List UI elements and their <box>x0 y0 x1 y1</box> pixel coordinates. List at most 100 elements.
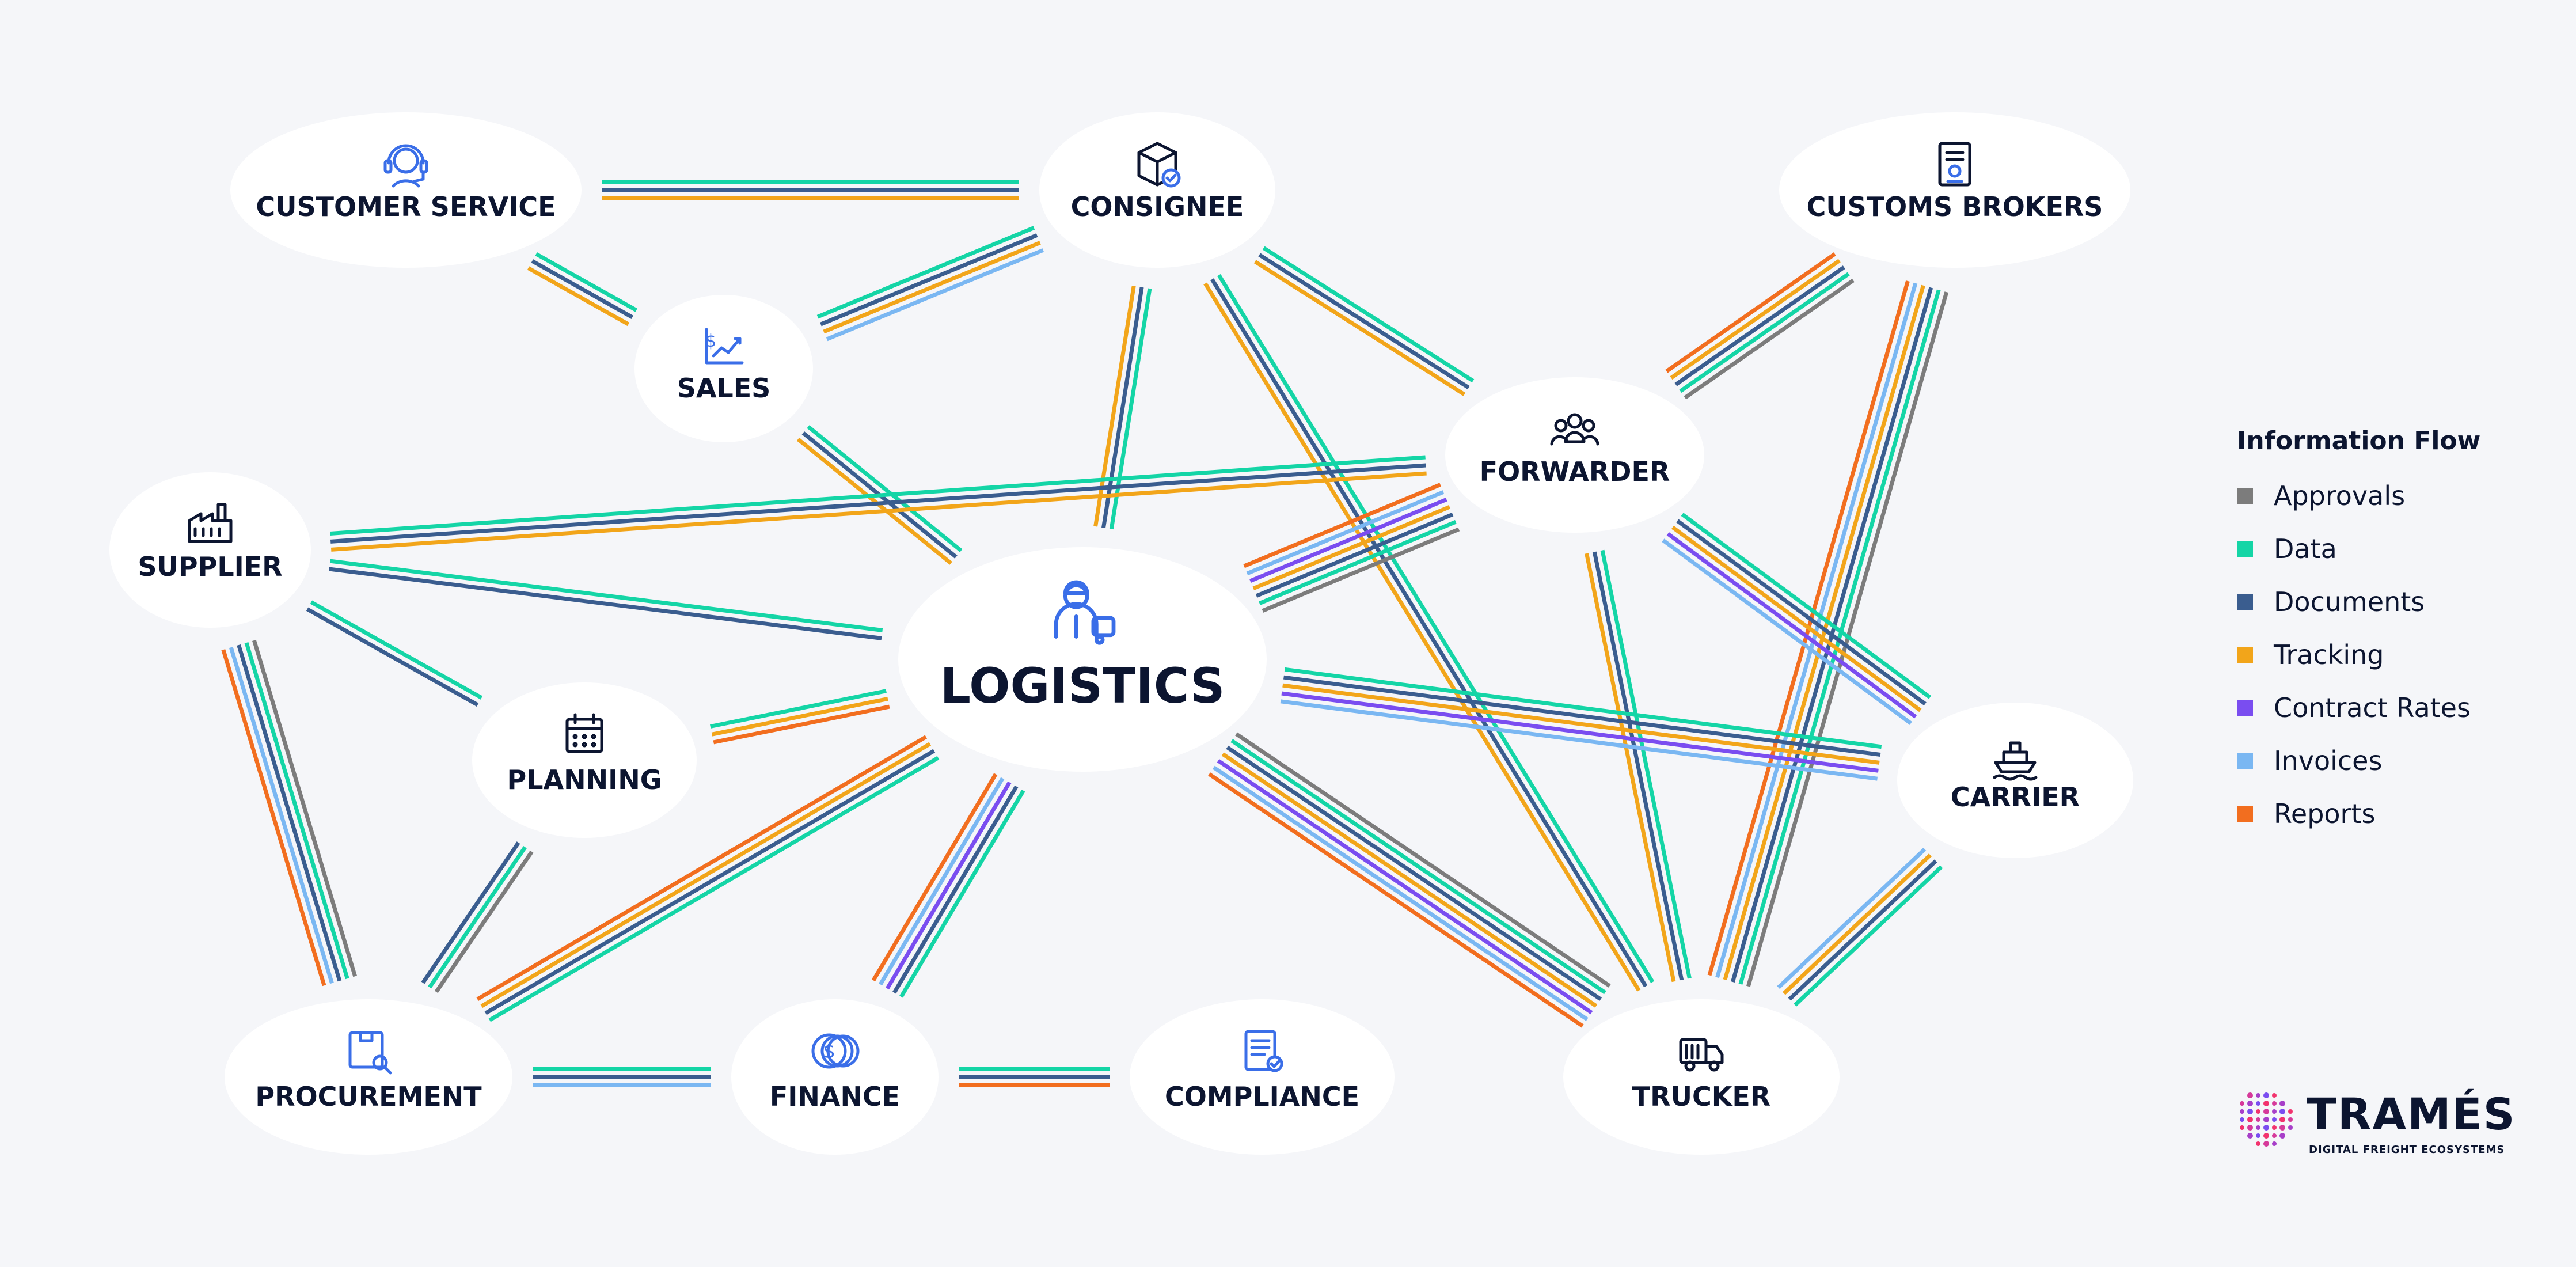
flow-line-invoices <box>1280 699 1878 781</box>
calendar-icon <box>565 713 603 753</box>
flow-line-contract-rates <box>1249 498 1447 583</box>
flow-line-documents <box>892 785 1019 994</box>
legend-swatch <box>2237 488 2253 504</box>
node-label: CONSIGNEE <box>1071 191 1244 222</box>
flow-line-approvals <box>1746 291 1949 987</box>
flow-line-data <box>816 226 1035 319</box>
flow-line-tracking <box>1253 260 1466 396</box>
node-planning[interactable]: PLANNING <box>472 682 697 838</box>
flow-line-invoices <box>229 647 334 984</box>
connection-supplier-procurement <box>221 639 358 987</box>
flow-line-tracking <box>1723 284 1925 981</box>
flow-line-invoices <box>878 777 1005 986</box>
flow-line-tracking <box>1671 525 1922 712</box>
headset-icon <box>383 144 428 188</box>
node-procurement[interactable]: PROCUREMENT <box>225 999 512 1155</box>
flow-line-invoices <box>1662 538 1912 725</box>
flow-line-documents <box>421 841 520 984</box>
node-supplier[interactable]: SUPPLIER <box>109 472 311 628</box>
flow-line-documents <box>1210 278 1648 988</box>
flow-line-tracking <box>1585 553 1676 983</box>
flow-line-data <box>244 642 349 980</box>
flow-line-documents <box>1592 551 1684 981</box>
flow-line-tracking <box>1252 504 1451 591</box>
flow-line-data <box>329 455 1426 536</box>
ship-icon <box>1993 741 2038 781</box>
flow-line-data <box>488 756 940 1022</box>
connection-planning-logistics <box>710 689 890 745</box>
connection-customer-service-sales <box>527 252 637 327</box>
node-carrier[interactable]: CARRIER <box>1897 703 2133 858</box>
node-bubble <box>225 999 512 1155</box>
flow-line-data <box>535 252 637 312</box>
connection-procurement-finance <box>533 1067 711 1087</box>
flow-line-data <box>310 600 483 700</box>
node-consignee[interactable]: CONSIGNEE <box>1039 112 1275 268</box>
flow-line-tracking <box>1670 259 1841 380</box>
flow-line-reports <box>1208 772 1584 1028</box>
node-label: CUSTOMER SERVICE <box>256 191 556 222</box>
flow-line-approvals <box>1684 279 1855 400</box>
legend-item-reports: Reports <box>2237 787 2480 840</box>
node-bubble <box>1039 112 1275 268</box>
connection-supplier-planning <box>306 600 483 707</box>
node-label: TRUCKER <box>1632 1081 1770 1112</box>
node-bubble <box>634 295 813 442</box>
node-sales[interactable]: $SALES <box>634 295 813 442</box>
node-bubble <box>898 547 1267 772</box>
node-bubble <box>109 472 311 628</box>
connection-logistics-trucker <box>1208 732 1611 1028</box>
node-bubble <box>731 999 939 1155</box>
legend-label: Tracking <box>2274 639 2384 670</box>
connection-forwarder-logistics <box>1243 483 1460 613</box>
flow-line-documents <box>237 644 342 982</box>
node-finance[interactable]: $FINANCE <box>731 999 939 1155</box>
flow-line-tracking <box>480 742 932 1008</box>
flow-line-reports <box>221 649 326 987</box>
legend-item-approvals: Approvals <box>2237 469 2480 522</box>
node-label: PLANNING <box>507 764 662 795</box>
flow-line-contract-rates <box>1666 532 1917 719</box>
legend-label: Data <box>2274 533 2337 564</box>
flow-line-data <box>1681 513 1932 699</box>
flow-line-approvals <box>434 850 534 993</box>
flow-line-invoices <box>826 248 1044 342</box>
node-forwarder[interactable]: FORWARDER <box>1445 377 1704 533</box>
flow-line-contract-rates <box>1217 758 1593 1015</box>
flow-line-data <box>1738 289 1941 985</box>
flow-line-documents <box>330 463 1426 544</box>
connection-consignee-forwarder <box>1253 246 1475 396</box>
node-customs-brokers[interactable]: CUSTOMS BROKERS <box>1779 112 2130 268</box>
legend-label: Contract Rates <box>2274 692 2471 723</box>
team-icon <box>1550 413 1599 446</box>
flow-line-approvals <box>1262 527 1460 613</box>
flow-line-reports <box>871 773 998 982</box>
checklist-icon <box>1244 1030 1283 1072</box>
flow-line-contract-rates <box>1281 691 1879 773</box>
flow-line-data <box>428 846 527 989</box>
flow-line-tracking <box>1093 286 1136 527</box>
node-compliance[interactable]: COMPLIANCE <box>1130 999 1395 1155</box>
node-label: FINANCE <box>770 1081 900 1112</box>
flow-line-data <box>1794 865 1943 1007</box>
flow-line-documents <box>1788 859 1937 1001</box>
flow-line-data <box>329 559 883 632</box>
flow-line-documents <box>484 749 936 1015</box>
legend-swatch <box>2237 806 2253 822</box>
flow-line-approvals <box>1235 732 1611 988</box>
node-bubble <box>472 682 697 838</box>
brand-name: TRAMÉS <box>2307 1088 2516 1140</box>
flow-line-documents <box>1676 519 1927 706</box>
node-label: CARRIER <box>1951 782 2080 813</box>
flow-line-reports <box>713 704 890 745</box>
node-label: CUSTOMS BROKERS <box>1807 191 2103 222</box>
brand-globe-icon <box>2240 1092 2293 1147</box>
legend-swatch <box>2237 647 2253 663</box>
flow-line-invoices <box>1715 282 1918 978</box>
node-bubble <box>1563 999 1840 1155</box>
node-logistics[interactable]: LOGISTICS <box>898 547 1267 772</box>
truck-icon <box>1679 1038 1724 1072</box>
node-customer-service[interactable]: CUSTOMER SERVICE <box>230 112 582 268</box>
node-trucker[interactable]: TRUCKER <box>1563 999 1840 1155</box>
